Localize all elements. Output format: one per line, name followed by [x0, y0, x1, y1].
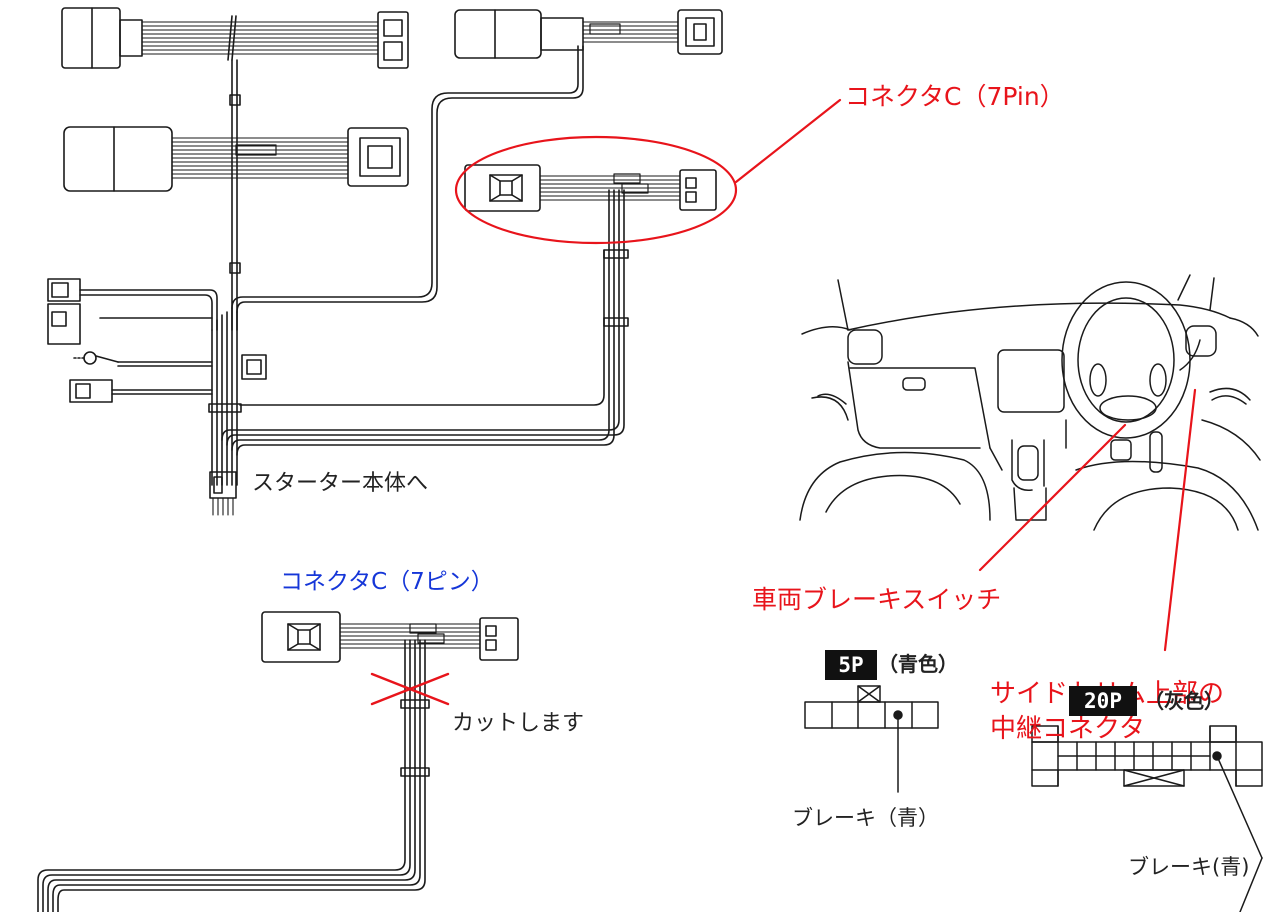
harness-connector-top-left-2: [63, 126, 409, 192]
harness-connectors-left-side: [47, 278, 267, 403]
connector-20p-color-label: （灰色）: [1144, 689, 1224, 713]
connector-5p-tag: 5P: [825, 650, 877, 680]
connector-c-7pin-bottom: [37, 611, 519, 912]
pointer-side-trim: [1163, 388, 1197, 652]
label-brake-blue-5p: ブレーキ（青）: [792, 806, 939, 830]
connector-20p-face: [1031, 725, 1263, 912]
highlight-ellipse-connector-c: [454, 135, 738, 245]
label-vehicle-brake-switch: 車両ブレーキスイッチ: [752, 585, 1002, 614]
harness-connector-top-left-1: [61, 7, 409, 69]
label-to-starter-unit: スターター本体へ: [252, 471, 429, 496]
connector-20p-tag: 20P: [1069, 686, 1137, 716]
label-connector-c-7pin: コネクタC（7Pin）: [845, 82, 1065, 111]
label-side-trim-relay-line2: 中継コネクタ: [990, 714, 1145, 744]
connector-5p-face: [804, 685, 939, 793]
pointer-brake-switch: [978, 423, 1127, 572]
connector-c-7pin-top: [221, 164, 717, 456]
label-cut-here: カットします: [452, 711, 585, 736]
callout-line-connector-c: [734, 98, 842, 184]
harness-main-trunk: [79, 45, 584, 516]
label-connector-c-7pin-jp: コネクタC（7ピン）: [280, 569, 494, 595]
car-interior-illustration: [799, 274, 1261, 531]
cut-mark-x: [370, 672, 450, 706]
harness-connector-top-middle: [454, 9, 723, 59]
label-brake-blue-20p: ブレーキ(青): [1128, 855, 1250, 879]
connector-5p-color-label: （青色）: [878, 652, 958, 676]
